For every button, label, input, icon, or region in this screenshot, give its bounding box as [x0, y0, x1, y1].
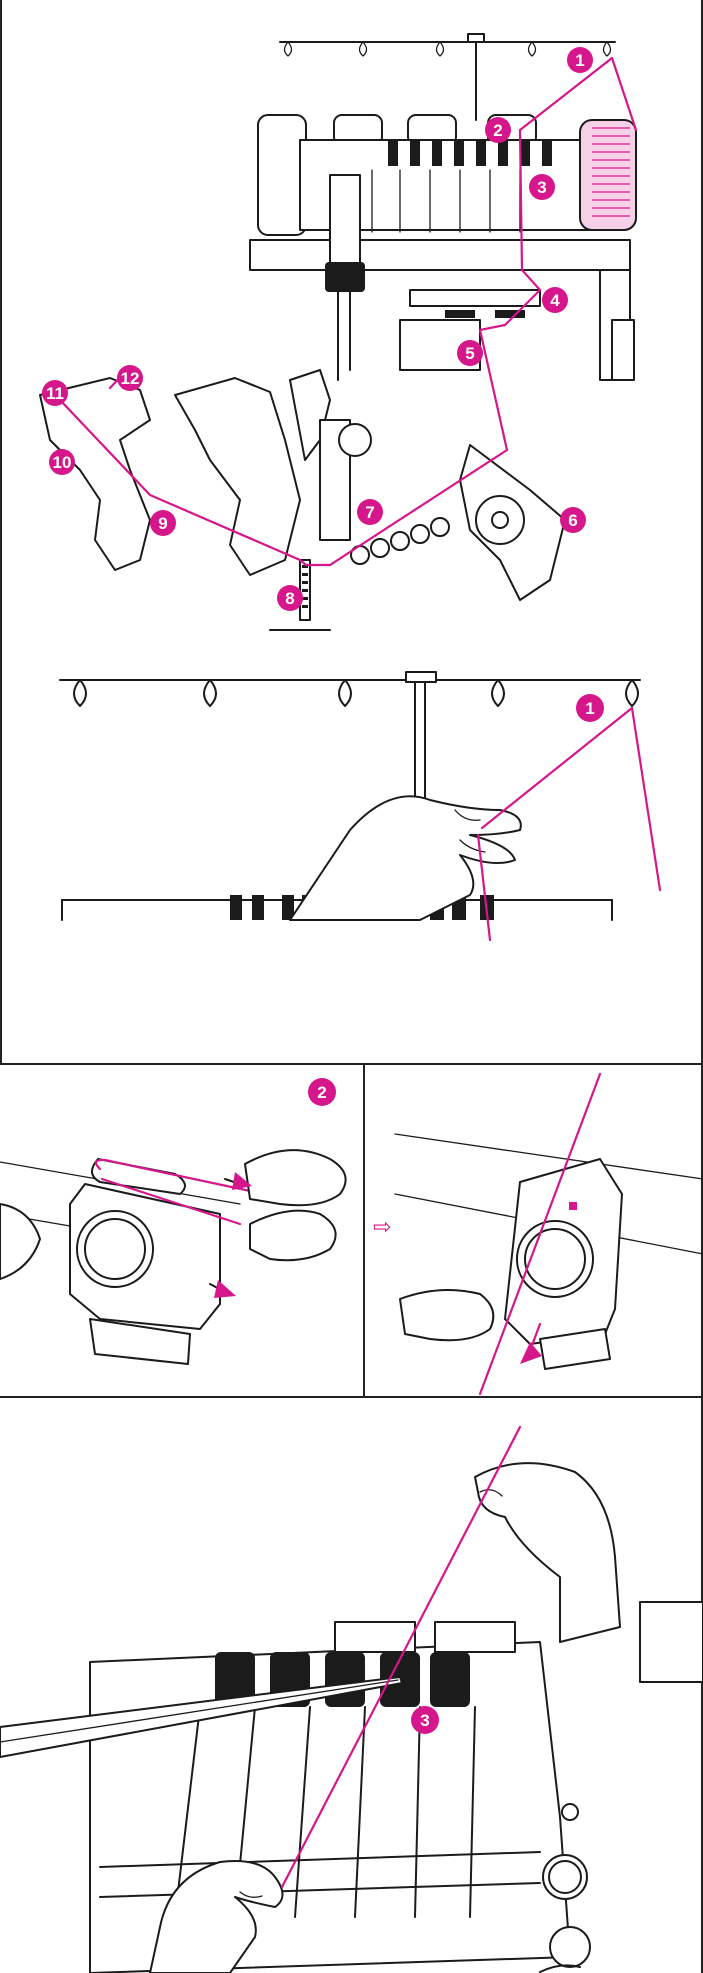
step3-hand-bottom: [149, 1860, 284, 1973]
svg-text:6: 6: [568, 511, 577, 530]
badge-11: 11: [42, 380, 68, 406]
svg-text:7: 7: [365, 503, 374, 522]
overview-threading-diagram: 1 2 3 4 5 6 7 8 9 10 11 12: [39, 33, 638, 631]
svg-text:8: 8: [285, 589, 294, 608]
svg-text:12: 12: [121, 369, 140, 388]
svg-text:⇨: ⇨: [373, 1215, 391, 1240]
svg-text:2: 2: [317, 1083, 326, 1102]
step2-right-view: [394, 1072, 703, 1396]
step3-thread: [280, 1425, 522, 1889]
step3-tweezers: [0, 1676, 403, 1758]
svg-text:5: 5: [465, 344, 474, 363]
svg-text:3: 3: [537, 178, 546, 197]
badge-8: 8: [277, 585, 303, 611]
badge-10: 10: [49, 449, 75, 475]
step2-left-view: [0, 1149, 347, 1365]
badge-7: 7: [357, 499, 383, 525]
step2-transition-arrow: ⇨: [373, 1215, 391, 1240]
step2-badge: 2: [308, 1078, 336, 1106]
step3-hand-top: [474, 1462, 621, 1643]
svg-text:4: 4: [550, 291, 560, 310]
machine-body: [249, 114, 637, 381]
badge-4: 4: [542, 287, 568, 313]
svg-text:10: 10: [53, 453, 72, 472]
badge-12: 12: [117, 365, 143, 391]
step1-thread-stand-illustration: 1: [59, 671, 662, 942]
badge-1: 1: [567, 47, 593, 73]
overview-step-badges: 1 2 3 4 5 6 7 8 9 10 11 12: [42, 47, 593, 611]
badge-3: 3: [529, 174, 555, 200]
badge-9: 9: [150, 510, 176, 536]
step1-thread: [476, 706, 662, 942]
step3-thread-guide-illustration: 3: [0, 1425, 703, 1973]
svg-text:3: 3: [420, 1711, 429, 1730]
svg-text:2: 2: [493, 121, 502, 140]
step1-badge: 1: [576, 694, 604, 722]
step3-machine-body: [89, 1601, 703, 1973]
svg-text:1: 1: [575, 51, 584, 70]
svg-text:9: 9: [158, 514, 167, 533]
thread-stand: [279, 33, 616, 121]
badge-2: 2: [485, 117, 511, 143]
step1-hand: [289, 795, 522, 921]
badge-6: 6: [560, 507, 586, 533]
looper-mechanism: [39, 369, 566, 631]
step2-tension-disc-illustration: ⇨ 2: [0, 1072, 703, 1396]
svg-text:11: 11: [46, 384, 64, 403]
svg-text:1: 1: [585, 699, 594, 718]
step3-badge: 3: [411, 1706, 439, 1734]
badge-5: 5: [457, 340, 483, 366]
